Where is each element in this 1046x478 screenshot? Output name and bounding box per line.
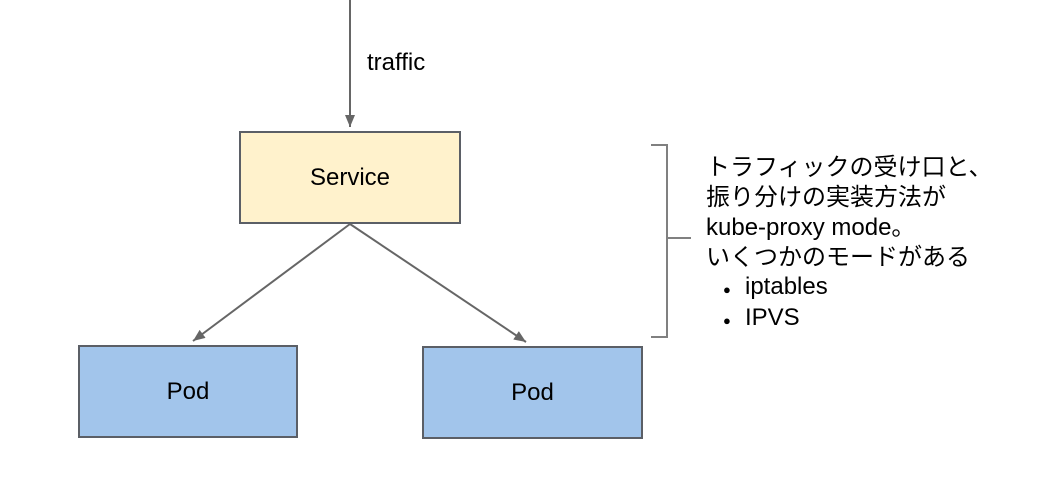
node-pod-left: Pod <box>78 345 298 438</box>
bullet-item-label: iptables <box>745 273 828 300</box>
annotation-line: 振り分けの実装方法が <box>706 184 946 211</box>
bullet-item-iptables: ● iptables <box>706 273 1042 304</box>
node-pod-right-label: Pod <box>511 378 554 406</box>
bullet-icon: ● <box>723 313 731 328</box>
node-service-label: Service <box>309 163 391 191</box>
annotation-block: トラフィックの受け口と、 振り分けの実装方法が kube-proxy mode。… <box>706 153 1042 335</box>
service-to-pod-right-arrow <box>349 223 527 343</box>
bullet-item-label: IPVS <box>745 304 800 331</box>
annotation-line: kube-proxy mode。 <box>706 214 916 241</box>
node-service: Service <box>239 131 461 224</box>
node-pod-left-label: Pod <box>166 377 210 405</box>
annotation-bracket <box>651 144 668 338</box>
bullet-icon: ● <box>723 282 731 297</box>
node-pod-right: Pod <box>422 346 643 439</box>
traffic-label: traffic <box>367 49 426 76</box>
bullet-item-ipvs: ● IPVS <box>706 304 1042 335</box>
annotation-line: トラフィックの受け口と、 <box>706 154 993 181</box>
annotation-line: いくつかのモードがある <box>706 244 970 271</box>
service-to-pod-left-arrow <box>192 223 351 342</box>
